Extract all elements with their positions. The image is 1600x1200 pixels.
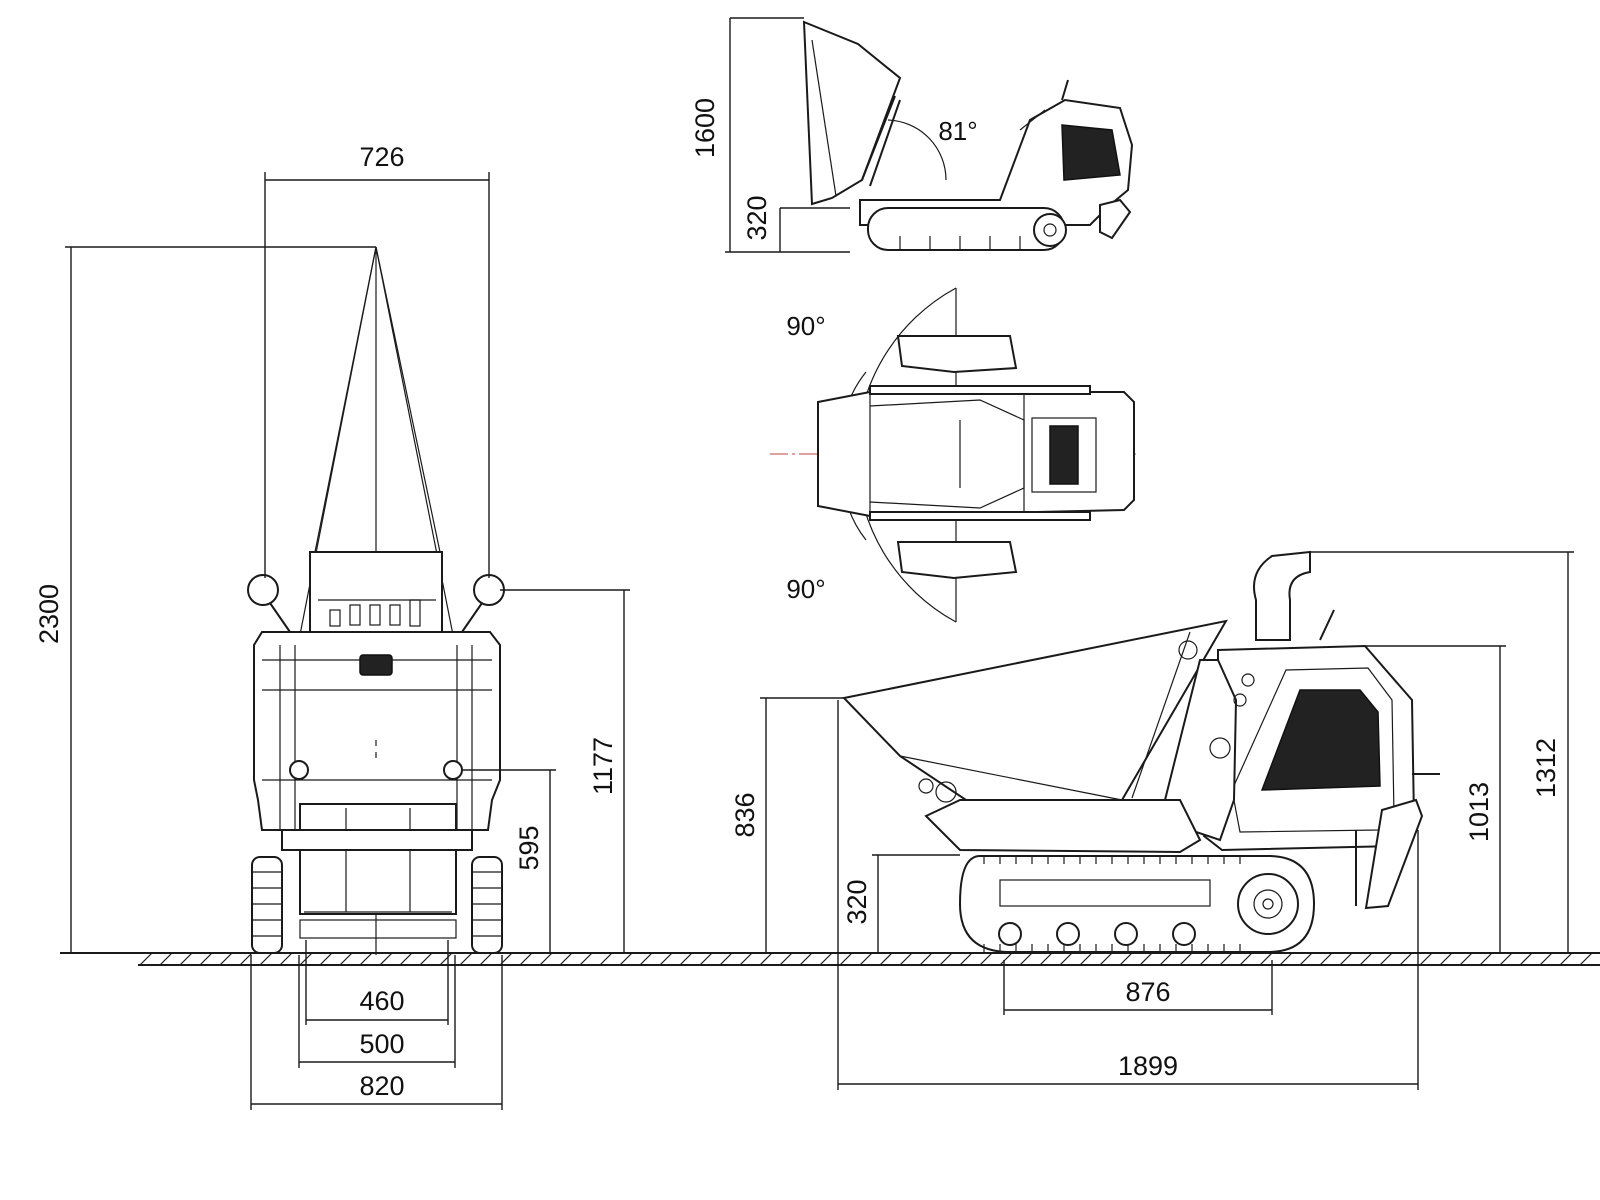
dim-1899: 1899	[1118, 1051, 1178, 1081]
dim-1312: 1312	[1531, 738, 1561, 798]
dim-1177: 1177	[588, 737, 618, 795]
dim-820: 820	[359, 1071, 404, 1101]
top-view	[770, 287, 1140, 623]
dim-2300: 2300	[34, 584, 64, 644]
dim-320-side: 320	[842, 879, 872, 924]
dim-726: 726	[359, 142, 404, 172]
angle-90-upper: 90°	[786, 311, 825, 341]
angle-81: 81°	[938, 116, 977, 146]
side-view	[842, 550, 1440, 953]
side-dimensions	[760, 551, 1574, 1090]
angle-90-lower: 90°	[786, 574, 825, 604]
front-view	[247, 246, 505, 955]
dim-876: 876	[1125, 977, 1170, 1007]
dim-595: 595	[514, 825, 544, 870]
front-dimensions	[65, 172, 630, 1110]
dim-500: 500	[359, 1029, 404, 1059]
ground-line	[60, 952, 1600, 966]
dim-1013: 1013	[1464, 782, 1494, 842]
dim-460: 460	[359, 986, 404, 1016]
tipping-view	[725, 17, 1134, 253]
dim-836: 836	[730, 792, 760, 837]
dim-320-top: 320	[742, 195, 772, 240]
dimension-labels: 726 2300 1177 595 460 500 820 1600 320 8…	[34, 98, 1561, 1101]
dim-1600: 1600	[690, 98, 720, 158]
